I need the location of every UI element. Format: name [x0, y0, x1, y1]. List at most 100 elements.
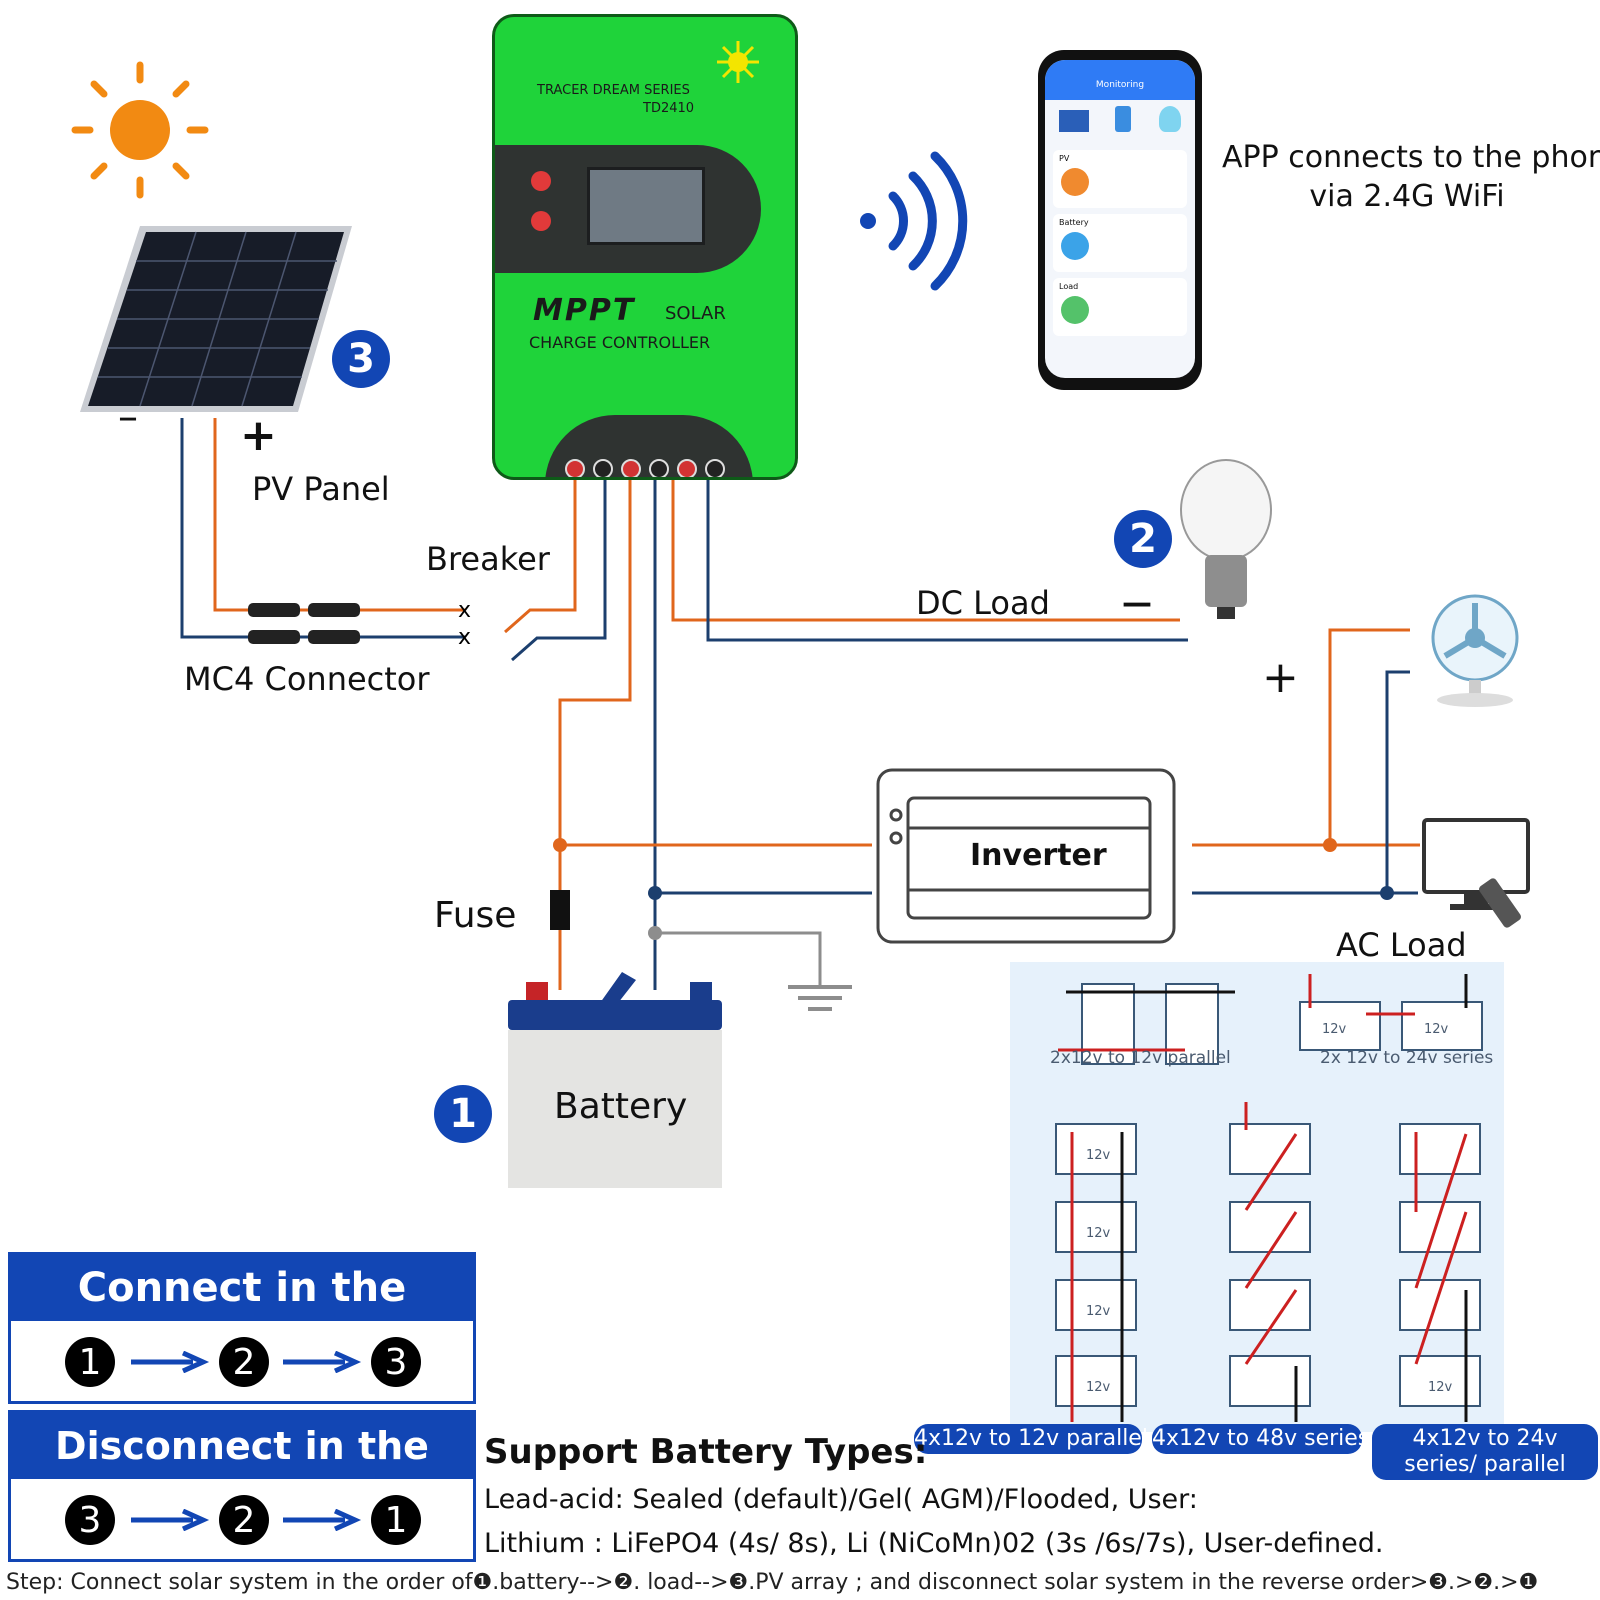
- terminal-pv-negative: [593, 459, 613, 477]
- pv-negative-wire: [180, 418, 465, 639]
- pv-minus-sign: –: [118, 394, 138, 440]
- battery-positive-wire: [558, 480, 632, 990]
- phone-battery-status-icon: [1061, 232, 1089, 260]
- dc-load-negative-wire: [706, 480, 1188, 642]
- cell-label: 12v: [1086, 1226, 1111, 1241]
- disconnect-order-title: Disconnect in the order: [11, 1413, 473, 1534]
- controller-lcd-screen: [587, 167, 705, 245]
- fuse-label: Fuse: [434, 895, 517, 936]
- battery-config-drawing: [1055, 974, 1483, 1422]
- phone-pv-icon: [1061, 168, 1089, 196]
- cell-label: 12v: [1086, 1304, 1111, 1319]
- connect-order-box: Connect in the order 1 2 3: [8, 1252, 476, 1404]
- fuse-icon: [550, 890, 570, 930]
- connect-order-title: Connect in the order: [11, 1255, 473, 1377]
- pv-plus-sign: +: [240, 410, 277, 461]
- pv-positive-wire: [213, 418, 465, 612]
- terminal-load-positive: [677, 459, 697, 477]
- cell-label: 12v: [1424, 1022, 1449, 1037]
- arrow-right-icon: [283, 1509, 362, 1531]
- app-note-line1: APP connects to the phone: [1222, 140, 1600, 175]
- breaker-x-bottom: x: [458, 625, 471, 650]
- disconnect-step-1: 3: [65, 1495, 115, 1545]
- inverter-label: Inverter: [970, 838, 1107, 873]
- phone-battery-card: Battery: [1053, 214, 1187, 272]
- arrow-right-icon: [283, 1351, 362, 1373]
- step-badge-1: 1: [434, 1085, 492, 1143]
- controller-brand: MPPT: [533, 293, 636, 328]
- breaker-positive-wire: [504, 480, 577, 634]
- junction-negative: [648, 886, 662, 900]
- step-badge-2: 2: [1114, 510, 1172, 568]
- dc-load-minus-sign: —: [1122, 586, 1152, 621]
- phone-load-icon: [1061, 296, 1089, 324]
- disconnect-order-steps: 3 2 1: [11, 1479, 473, 1559]
- phone-battery-icon: [1115, 106, 1131, 132]
- phone-load-card: Load: [1053, 278, 1187, 336]
- dc-load-label: DC Load: [916, 584, 1050, 622]
- app-note: APP connects to the phone via 2.4G WiFi: [1222, 140, 1600, 214]
- controller-subtitle: CHARGE CONTROLLER: [529, 333, 711, 352]
- controller-button-up[interactable]: [531, 171, 551, 191]
- solar-panel-icon: [80, 226, 352, 412]
- phone: Monitoring PV Battery Load: [1038, 50, 1202, 390]
- app-note-line2: via 2.4G WiFi: [1309, 179, 1505, 214]
- disconnect-step-3: 1: [371, 1495, 421, 1545]
- battery-config-panel: 2x12v to 12v parallel 2x 12v to 24v seri…: [1010, 962, 1504, 1432]
- controller-button-down[interactable]: [531, 211, 551, 231]
- terminal-pv-positive: [565, 459, 585, 477]
- phone-screen: Monitoring PV Battery Load: [1045, 60, 1195, 378]
- ground-icon: [788, 985, 852, 1011]
- arrow-right-icon: [131, 1351, 210, 1373]
- arrow-right-icon: [131, 1509, 210, 1531]
- config-2-series: 2x 12v to 24v series: [1320, 1048, 1494, 1068]
- config-4-series-parallel: 4x12v to 24v series/ parallel: [1372, 1424, 1598, 1480]
- cell-label: 12v: [1428, 1380, 1453, 1395]
- breaker-x-top: x: [458, 598, 471, 623]
- ac-negative-wire: [1192, 670, 1410, 895]
- phone-app-header: Monitoring: [1045, 60, 1195, 100]
- pv-panel-label: PV Panel: [252, 470, 390, 508]
- terminal-load-negative: [705, 459, 725, 477]
- support-line-2: Lithium : LiFePO4 (4s/ 8s), Li (NiCoMn)0…: [484, 1528, 1384, 1559]
- connect-order-steps: 1 2 3: [11, 1321, 473, 1401]
- controller-model: TD2410: [643, 101, 695, 116]
- mc4-connector-icon: [248, 603, 360, 644]
- config-4-parallel: 4x12v to 12v parallel: [914, 1424, 1148, 1454]
- light-bulb-icon: [1180, 459, 1272, 619]
- cell-label: 12v: [1086, 1148, 1111, 1163]
- config-4-series: 4x12v to 48v series: [1152, 1424, 1369, 1454]
- controller-solar: SOLAR: [665, 303, 726, 324]
- terminal-battery-positive: [621, 459, 641, 477]
- ac-load-label: AC Load: [1336, 926, 1467, 964]
- battery-icon: [508, 972, 722, 1188]
- wifi-signal-icon: [860, 151, 968, 291]
- ac-plus-sign: +: [1262, 652, 1299, 703]
- controller-display-band: [495, 145, 761, 273]
- controller-sun-icon: [717, 41, 759, 83]
- ac-positive-wire: [1192, 628, 1410, 847]
- phone-panel-icon: [1059, 110, 1089, 132]
- disconnect-order-box: Disconnect in the order 3 2 1: [8, 1410, 476, 1562]
- dc-load-positive-wire: [671, 480, 1180, 622]
- phone-pv-card: PV: [1053, 150, 1187, 208]
- fan-icon: [1431, 594, 1519, 707]
- connect-step-1: 1: [65, 1337, 115, 1387]
- ground-wire: [655, 931, 822, 985]
- terminal-battery-negative: [649, 459, 669, 477]
- sun-icon: [71, 61, 209, 199]
- inverter-icon: [876, 768, 1176, 944]
- breaker-label: Breaker: [426, 540, 550, 578]
- connect-step-3: 3: [371, 1337, 421, 1387]
- cell-label: 12v: [1086, 1380, 1111, 1395]
- step-badge-3: 3: [332, 330, 390, 388]
- support-line-1: Lead-acid: Sealed (default)/Gel( AGM)/Fl…: [484, 1484, 1198, 1515]
- breaker-negative-wire: [511, 480, 607, 662]
- junction-positive: [553, 838, 567, 852]
- connect-step-2: 2: [219, 1337, 269, 1387]
- phone-bulb-icon: [1159, 106, 1181, 132]
- cell-label: 12v: [1322, 1022, 1347, 1037]
- battery-label: Battery: [554, 1086, 688, 1127]
- controller-terminal-block: [545, 415, 753, 477]
